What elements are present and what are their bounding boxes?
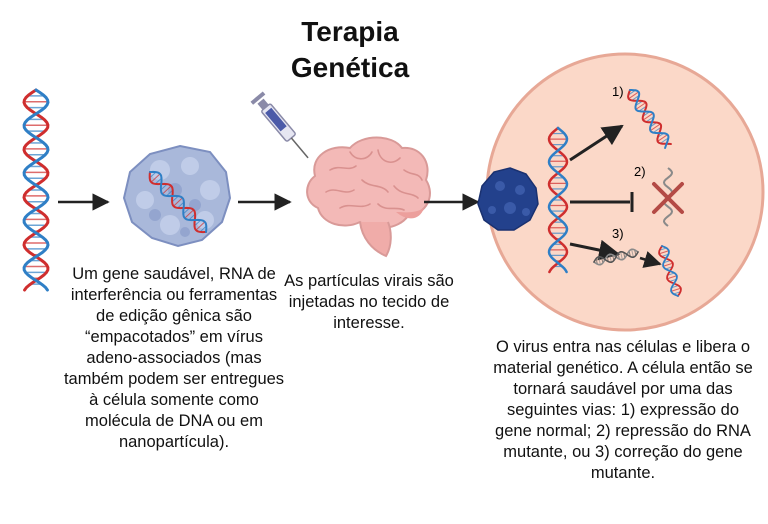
brain-icon <box>306 136 431 258</box>
step-1-caption: Um gene saudável, RNA de interferência o… <box>63 265 285 451</box>
cell-dna-helix-icon <box>547 126 569 274</box>
step-3-caption: O virus entra nas células e libera o mat… <box>493 338 753 482</box>
mutant-rna-repression-icon <box>652 167 684 227</box>
page-title: Terapia Genética <box>230 14 470 86</box>
syringe-icon <box>250 91 309 159</box>
title-line-1: Terapia <box>301 16 399 47</box>
pathway-3-arrow <box>569 239 621 261</box>
correction-arrow <box>639 251 662 268</box>
pathway-label-1: 1) <box>612 84 624 99</box>
pathway-1-arrow <box>569 124 624 162</box>
mutant-gene-correction-icon <box>593 245 682 297</box>
virus-entering-cell-icon <box>477 167 539 231</box>
normal-gene-expression-icon <box>627 89 672 149</box>
title-line-2: Genética <box>290 52 410 83</box>
pathway-label-2: 2) <box>634 164 646 179</box>
dna-helix-icon <box>22 88 50 292</box>
aav-virus-icon <box>122 144 232 248</box>
step-2-caption: As partículas virais são injetadas no te… <box>284 272 454 332</box>
pathway-2-block-arrow <box>570 192 634 212</box>
packaged-dna-icon <box>148 170 208 234</box>
pathway-label-3: 3) <box>612 226 624 241</box>
